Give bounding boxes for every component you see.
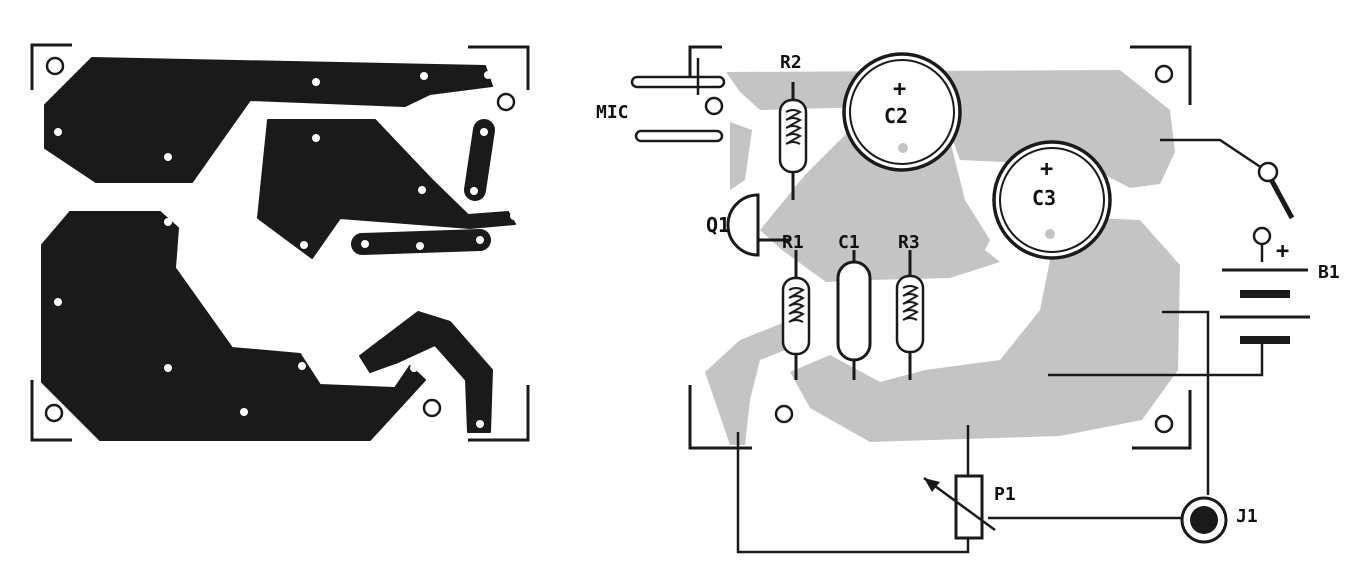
label-mic: MIC [596,102,629,123]
label-c1: C1 [838,232,860,253]
potentiometer-p1 [923,474,996,540]
component-labels: MIC R2 C2 + C3 + Q1 R1 C1 R3 B1 + P1 J1 [596,52,1340,527]
pad-holes [54,71,518,428]
transistor-q1 [726,193,790,257]
mounting-hole [1154,64,1174,84]
external-wiring [736,138,1310,554]
mounting-hole [704,96,724,116]
label-r2: R2 [780,52,802,73]
mounting-hole [45,56,65,76]
capacitor-c2 [842,52,962,172]
label-c3: C3 [1032,186,1056,210]
mounting-hole [44,403,64,423]
capacitor-c1 [836,250,872,380]
copper-side-layout [30,43,530,442]
copper-traces [41,57,516,441]
label-b1-plus: + [1276,239,1289,264]
jack-j1 [1180,496,1228,544]
label-b1: B1 [1318,262,1340,283]
label-j1: J1 [1236,506,1258,527]
board-corner-marks-right [688,45,1192,450]
mounting-hole [496,92,516,112]
capacitor-c3 [992,140,1112,260]
label-p1: P1 [994,484,1016,505]
component-side-layout: MIC R2 C2 + C3 + Q1 R1 C1 R3 B1 + P1 J1 [596,45,1340,554]
label-c3-plus: + [1040,157,1053,182]
label-c2: C2 [884,104,908,128]
mounting-hole [1154,414,1174,434]
resistor-r2 [778,82,808,200]
mounting-hole [774,404,794,424]
microphone-leads [630,75,726,143]
label-r3: R3 [898,232,920,253]
switch-terminal [1252,226,1272,246]
switch-terminal [1257,161,1279,183]
label-c2-plus: + [893,77,906,102]
resistor-r3 [895,250,925,380]
label-r1: R1 [782,232,804,253]
board-corner-marks-left [30,43,530,442]
mounting-hole [422,398,442,418]
label-q1: Q1 [706,213,730,237]
resistor-r1 [781,250,811,380]
